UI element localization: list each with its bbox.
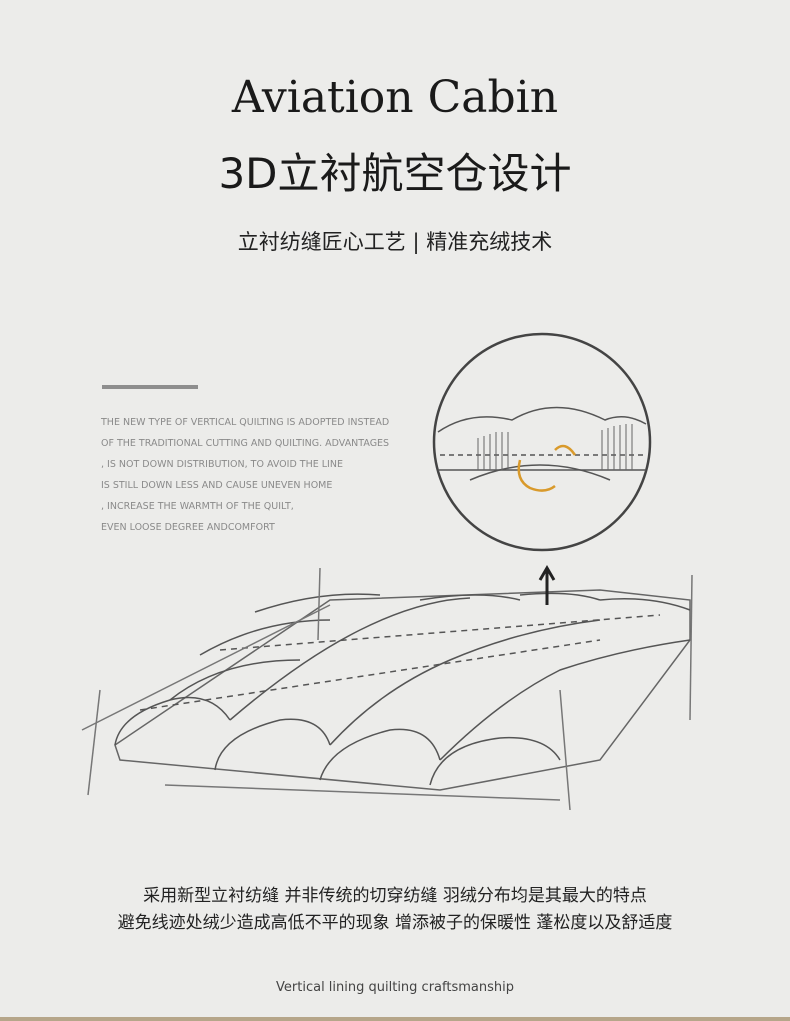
description-line: IS STILL DOWN LESS AND CAUSE UNEVEN HOME bbox=[101, 480, 333, 491]
description-chinese: 采用新型立衬纺缝 并非传统的切穿纺缝 羽绒分布均是其最大的特点 避免线迹处绒少造… bbox=[0, 883, 790, 937]
title-chinese: 3D立衬航空仓设计 bbox=[218, 149, 572, 198]
description-line: , IS NOT DOWN DISTRIBUTION, TO AVOID THE… bbox=[101, 459, 343, 470]
description-english: THE NEW TYPE OF VERTICAL QUILTING IS ADO… bbox=[101, 412, 389, 538]
airflow-arrow-icon bbox=[517, 459, 556, 492]
bottom-accent-stripe bbox=[0, 1017, 790, 1021]
divider-bar bbox=[102, 385, 198, 389]
description-line: 采用新型立衬纺缝 并非传统的切穿纺缝 羽绒分布均是其最大的特点 bbox=[143, 886, 647, 906]
quilt-drawing bbox=[81, 565, 693, 811]
description-line: 避免线迹处绒少造成高低不平的现象 增添被子的保暖性 蓬松度以及舒适度 bbox=[117, 913, 673, 933]
footer-caption: Vertical lining quilting craftsmanship bbox=[276, 980, 514, 995]
up-arrow-icon bbox=[538, 565, 556, 605]
magnifier-circle bbox=[432, 332, 652, 552]
description-line: THE NEW TYPE OF VERTICAL QUILTING IS ADO… bbox=[101, 417, 390, 428]
description-line: , INCREASE THE WARMTH OF THE QUILT, bbox=[101, 501, 294, 512]
title-english: Aviation Cabin bbox=[231, 72, 559, 123]
description-line: EVEN LOOSE DEGREE ANDCOMFORT bbox=[101, 522, 275, 533]
description-line: OF THE TRADITIONAL CUTTING AND QUILTING.… bbox=[101, 438, 390, 449]
subtitle: 立衬纺缝匠心工艺 | 精准充绒技术 bbox=[237, 230, 553, 254]
